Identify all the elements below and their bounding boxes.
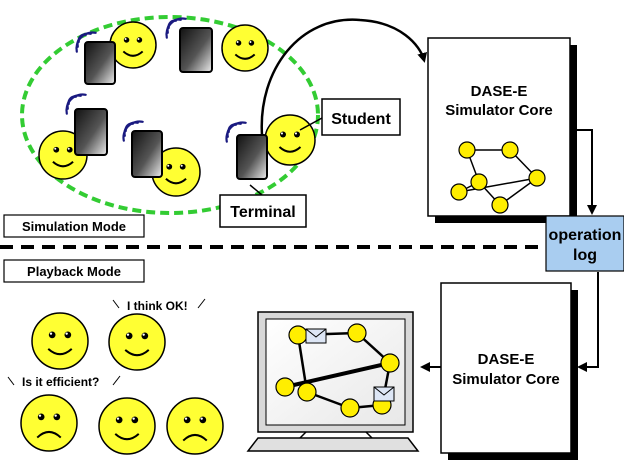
student-group-ring [20, 15, 320, 215]
wifi-signal-icon [165, 17, 187, 39]
operation-log-box [545, 215, 624, 272]
tablet-icon [236, 134, 268, 180]
log-to-core-arrow [577, 272, 599, 372]
terminal-to-core-arrow [260, 18, 428, 136]
smiley-icon [109, 21, 157, 69]
smiley-icon [31, 312, 89, 370]
smiley-icon [108, 313, 166, 371]
tablet-icon [84, 41, 116, 85]
core-to-log-arrow [572, 129, 597, 215]
terminal-label: Terminal [230, 204, 296, 221]
core-bottom-title-line2: Simulator Core [452, 371, 560, 388]
wifi-signal-icon [122, 120, 144, 142]
sad-face-icon [20, 394, 78, 452]
simulation-students [38, 17, 316, 197]
envelope-icon [305, 328, 327, 344]
terminal-callout-line [249, 184, 263, 196]
tablet-icon [131, 130, 163, 178]
simulation-mode-box [3, 214, 145, 238]
core-top-box [427, 37, 571, 217]
operation-log-line2: log [573, 247, 597, 264]
playback-mode-label: Playback Mode [27, 264, 121, 279]
core-bottom-box [440, 282, 572, 454]
smiley-icon [98, 397, 156, 455]
playback-students [20, 312, 224, 455]
smiley-icon [264, 114, 316, 166]
comment-efficient-tick-right [112, 375, 121, 386]
tablet-icon [179, 27, 213, 73]
wifi-signal-icon [75, 31, 97, 53]
core-bottom-title-line1: DASE-E [478, 351, 535, 368]
wifi-signal-icon [225, 121, 247, 143]
comment-ok: I think OK! [127, 299, 188, 313]
playback-mode-box [3, 259, 145, 283]
student-label-box [321, 98, 401, 136]
sad-face-icon [166, 397, 224, 455]
comment-efficient: Is it efficient? [22, 375, 99, 389]
core-top-title-line1: DASE-E [471, 83, 528, 100]
operation-log-line1: operation [549, 227, 622, 244]
smiley-icon [221, 24, 269, 72]
tablet-icon [74, 108, 108, 156]
smiley-icon [151, 147, 201, 197]
core-top-title-line2: Simulator Core [445, 102, 553, 119]
student-label: Student [331, 111, 391, 128]
student-callout-line [299, 117, 323, 131]
wifi-signal-icon [65, 93, 87, 115]
terminal-label-box [219, 194, 307, 228]
comment-efficient-tick-left [7, 376, 15, 386]
envelope-icon [373, 386, 395, 402]
core-top-graph [450, 141, 546, 214]
simulation-mode-label: Simulation Mode [22, 219, 126, 234]
comment-ok-tick-right [197, 298, 206, 309]
comment-ok-tick-left [112, 299, 120, 309]
